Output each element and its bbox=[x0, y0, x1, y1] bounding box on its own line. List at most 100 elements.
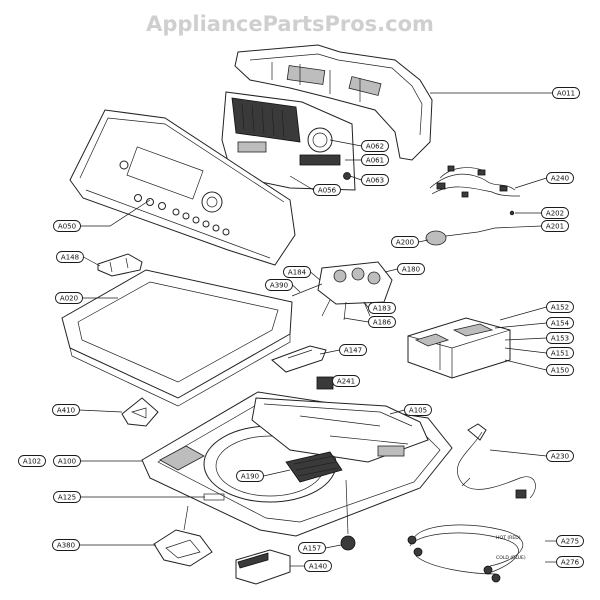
callout-text: A150 bbox=[551, 367, 569, 375]
small-bracket-part bbox=[271, 345, 327, 373]
cold-hose-note: COLD (BLUE) bbox=[496, 555, 526, 561]
callout-box bbox=[361, 174, 389, 186]
leader-line bbox=[79, 409, 123, 413]
callout-a100: A100 bbox=[53, 455, 142, 467]
callout-a152: A152 bbox=[499, 301, 574, 321]
callout-text: A105 bbox=[409, 407, 427, 415]
callout-text: A275 bbox=[561, 538, 579, 546]
callout-a180: A180 bbox=[384, 263, 425, 275]
callout-box bbox=[56, 251, 84, 263]
callout-text: A201 bbox=[546, 223, 564, 231]
small-switch-part bbox=[316, 376, 334, 390]
leader-line bbox=[504, 337, 547, 341]
leader-line bbox=[329, 139, 362, 147]
callout-text: A102 bbox=[23, 458, 41, 466]
callout-text: A152 bbox=[551, 304, 569, 312]
lid-part bbox=[61, 269, 293, 407]
callout-text: A200 bbox=[396, 239, 414, 247]
leader-line bbox=[418, 239, 429, 243]
callout-box bbox=[368, 316, 396, 328]
callout-text: A151 bbox=[551, 350, 569, 358]
callout-box bbox=[283, 266, 311, 278]
callout-box bbox=[313, 184, 341, 196]
callout-a183: A183 bbox=[363, 301, 396, 314]
leader-line bbox=[494, 225, 542, 229]
callout-a020: A020 bbox=[55, 292, 118, 304]
callout-a150: A150 bbox=[504, 359, 574, 376]
callout-box bbox=[397, 263, 425, 275]
callout-text: A410 bbox=[57, 407, 75, 415]
drain-pump-part bbox=[153, 505, 213, 567]
inlet-hoses-part bbox=[407, 524, 524, 583]
callout-a157: A157 bbox=[298, 542, 342, 554]
callout-a148: A148 bbox=[56, 251, 101, 267]
callout-a241: A241 bbox=[332, 375, 360, 387]
callout-a202: A202 bbox=[515, 207, 569, 219]
wire-harness-part bbox=[429, 165, 521, 198]
leader-line bbox=[384, 268, 398, 273]
callout-a050: A050 bbox=[53, 199, 151, 232]
callout-a240: A240 bbox=[514, 172, 574, 189]
callout-box bbox=[541, 207, 569, 219]
callout-text: A380 bbox=[57, 542, 75, 550]
leader-line bbox=[349, 175, 362, 181]
callout-text: A147 bbox=[344, 347, 362, 355]
leader-line bbox=[343, 317, 369, 323]
leader-line bbox=[489, 449, 547, 457]
callout-box bbox=[404, 404, 432, 416]
callout-box bbox=[18, 455, 46, 467]
callout-text: A230 bbox=[551, 453, 569, 461]
callout-box bbox=[361, 140, 389, 152]
callout-box bbox=[556, 556, 584, 568]
callout-a153: A153 bbox=[504, 332, 574, 344]
callout-box bbox=[52, 539, 80, 551]
callout-a061: A061 bbox=[345, 154, 389, 166]
callout-text: A240 bbox=[551, 175, 569, 183]
callout-text: A153 bbox=[551, 335, 569, 343]
callout-box bbox=[552, 87, 580, 99]
callout-text: A190 bbox=[241, 473, 259, 481]
callout-box bbox=[53, 220, 81, 232]
callout-a102: A102 bbox=[18, 455, 46, 467]
callout-a105: A105 bbox=[389, 404, 432, 416]
callout-text: A140 bbox=[309, 563, 327, 571]
callout-box bbox=[332, 375, 360, 387]
callout-a125: A125 bbox=[53, 491, 205, 503]
callout-a276: A276 bbox=[545, 556, 584, 568]
leader-line bbox=[389, 409, 405, 415]
callout-a201: A201 bbox=[494, 220, 569, 232]
callout-text: A011 bbox=[557, 90, 575, 98]
callout-box bbox=[236, 470, 264, 482]
callout-text: A186 bbox=[373, 319, 392, 327]
dispenser-drawer-part bbox=[407, 317, 511, 379]
callout-text: A063 bbox=[366, 177, 384, 185]
callout-a151: A151 bbox=[504, 347, 574, 359]
leader-line bbox=[504, 347, 547, 354]
leader-line bbox=[319, 349, 340, 355]
callout-a230: A230 bbox=[489, 449, 574, 462]
callout-a184: A184 bbox=[283, 266, 321, 281]
callout-box bbox=[546, 450, 574, 462]
callout-text: A061 bbox=[366, 157, 384, 165]
callout-text: A202 bbox=[546, 210, 564, 218]
callout-text: A180 bbox=[402, 266, 420, 274]
callout-a186: A186 bbox=[343, 316, 396, 328]
control-box-part bbox=[235, 549, 291, 585]
bracket-part bbox=[97, 253, 143, 277]
control-panel-housing-part bbox=[69, 109, 296, 266]
callout-box bbox=[546, 317, 574, 329]
callout-text: A276 bbox=[561, 559, 580, 567]
callout-box bbox=[304, 560, 332, 572]
callout-a275: A275 bbox=[545, 535, 584, 547]
callout-box bbox=[339, 344, 367, 356]
callout-box bbox=[546, 347, 574, 359]
leader-line bbox=[289, 175, 314, 191]
callout-box bbox=[368, 302, 396, 314]
callout-a410: A410 bbox=[52, 404, 123, 416]
callout-box bbox=[265, 279, 293, 291]
pressure-switch-part bbox=[425, 210, 515, 246]
callout-box bbox=[55, 292, 83, 304]
callout-text: A183 bbox=[373, 305, 391, 313]
leader-line bbox=[494, 322, 547, 329]
